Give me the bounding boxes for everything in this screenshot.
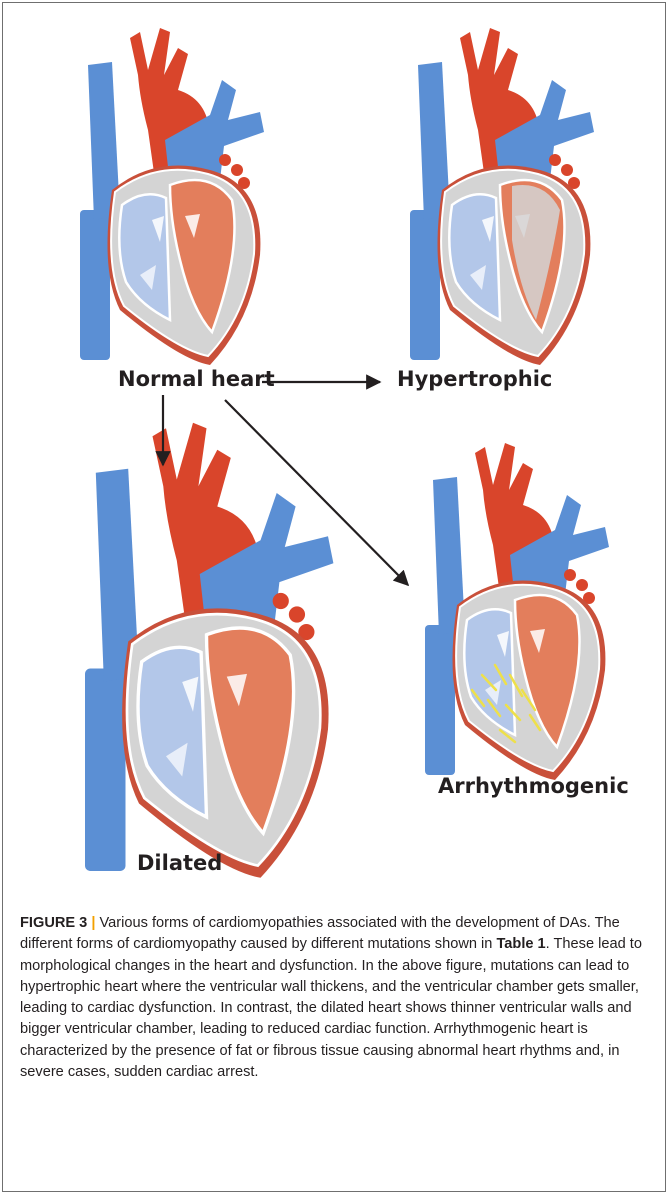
label-normal-heart: Normal heart [118,369,275,390]
arrhythmogenic-heart-illustration [425,443,609,780]
figure-caption: FIGURE 3 | Various forms of cardiomyopat… [20,913,652,1083]
figure-label: FIGURE 3 [20,915,87,931]
table-reference-link[interactable]: Table 1 [496,936,545,952]
dilated-heart-illustration [85,423,333,878]
hypertrophic-heart-illustration [410,28,594,365]
label-arrhythmogenic: Arrhythmogenic [438,776,629,797]
caption-text-2: . These lead to morphological changes in… [20,936,642,1080]
label-hypertrophic: Hypertrophic [397,369,552,390]
label-dilated: Dilated [137,853,222,874]
normal-heart-illustration [80,28,264,365]
